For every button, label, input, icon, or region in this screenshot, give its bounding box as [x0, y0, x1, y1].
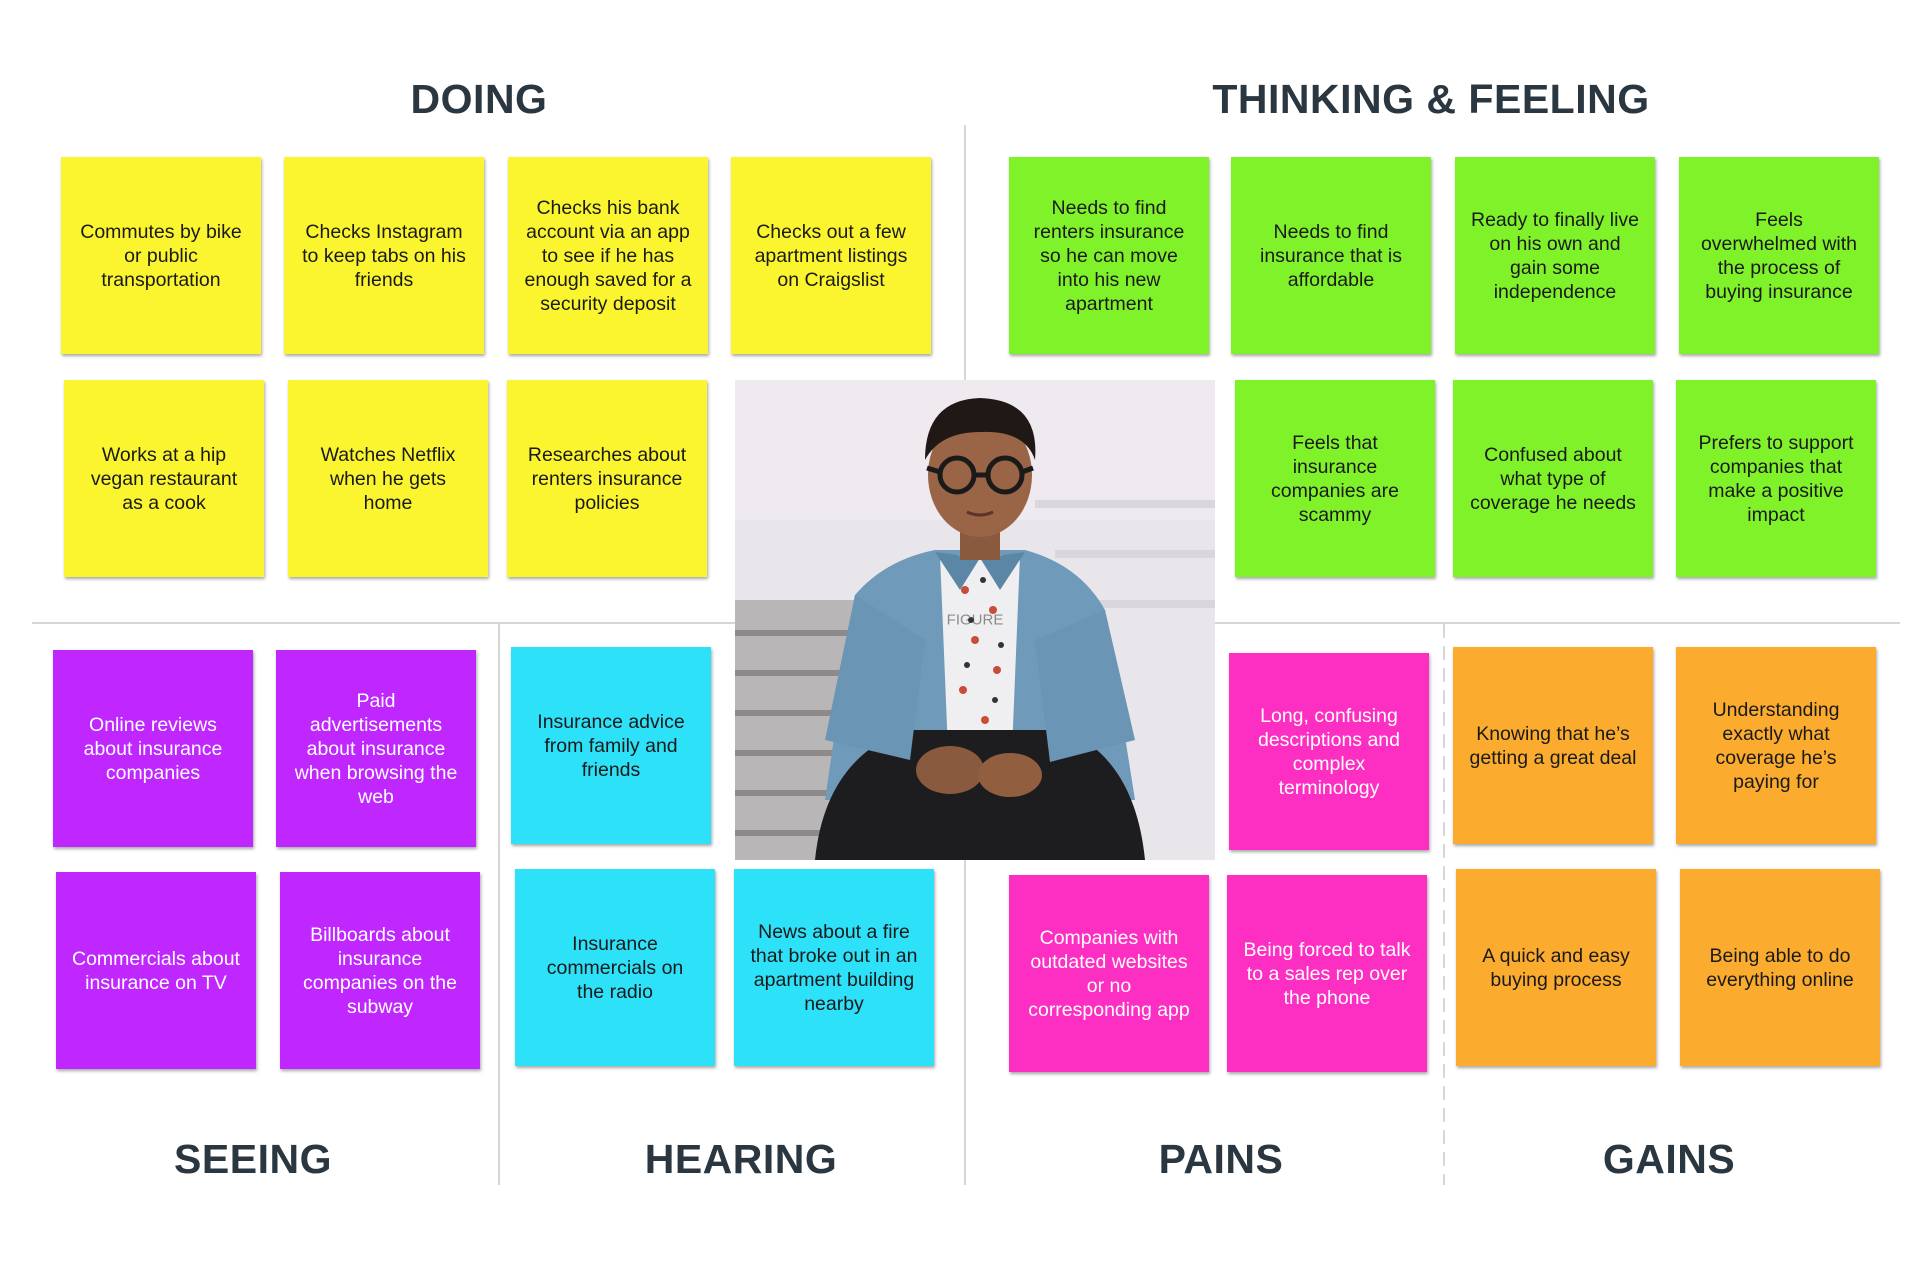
- sticky-note-thinking[interactable]: Prefers to support companies that make a…: [1676, 380, 1876, 577]
- vertical-divider-seeing-hearing: [498, 624, 500, 1185]
- sticky-note-doing[interactable]: Checks his bank account via an app to se…: [508, 157, 708, 354]
- note-text: Confused about what type of coverage he …: [1470, 443, 1636, 514]
- note-text: Feels overwhelmed with the process of bu…: [1700, 208, 1858, 303]
- sticky-note-doing[interactable]: Watches Netflix when he gets home: [288, 380, 488, 577]
- note-text: Prefers to support companies that make a…: [1698, 431, 1854, 526]
- sticky-note-gains[interactable]: Understanding exactly what coverage he’s…: [1676, 647, 1876, 844]
- note-text: Checks his bank account via an app to se…: [524, 196, 692, 315]
- sticky-note-hearing[interactable]: News about a fire that broke out in an a…: [734, 869, 934, 1066]
- note-text: Insurance commercials on the radio: [546, 932, 684, 1003]
- note-text: Being able to do everything online: [1706, 944, 1854, 991]
- note-text: A quick and easy buying process: [1482, 944, 1630, 991]
- note-text: Checks Instagram to keep tabs on his fri…: [302, 220, 466, 291]
- sticky-note-gains[interactable]: Knowing that he’s getting a great deal: [1453, 647, 1653, 844]
- note-text: Billboards about insurance companies on …: [303, 923, 457, 1018]
- sticky-note-gains[interactable]: Being able to do everything online: [1680, 869, 1880, 1066]
- note-text: Feels that insurance companies are scamm…: [1271, 431, 1399, 526]
- note-text: Knowing that he’s getting a great deal: [1469, 722, 1637, 769]
- note-text: Online reviews about insurance companies: [83, 713, 223, 784]
- note-text: Watches Netflix when he gets home: [320, 443, 456, 514]
- note-text: Commercials about insurance on TV: [72, 947, 240, 994]
- sticky-note-thinking[interactable]: Feels overwhelmed with the process of bu…: [1679, 157, 1879, 354]
- sticky-note-thinking[interactable]: Confused about what type of coverage he …: [1453, 380, 1653, 577]
- sticky-note-thinking[interactable]: Ready to finally live on his own and gai…: [1455, 157, 1655, 354]
- persona-illustration: [735, 380, 1215, 860]
- sticky-note-doing[interactable]: Checks out a few apartment listings on C…: [731, 157, 931, 354]
- sticky-note-seeing[interactable]: Online reviews about insurance companies: [53, 650, 253, 847]
- sticky-note-doing[interactable]: Researches about renters insurance polic…: [507, 380, 707, 577]
- photo-caption: FIGURE: [946, 611, 1004, 629]
- sticky-note-doing[interactable]: Works at a hip vegan restaurant as a coo…: [64, 380, 264, 577]
- note-text: Commutes by bike or public transportatio…: [80, 220, 242, 291]
- note-text: Needs to find insurance that is affordab…: [1260, 220, 1402, 291]
- section-title-gains: GAINS: [1602, 1136, 1736, 1182]
- sticky-note-thinking[interactable]: Feels that insurance companies are scamm…: [1235, 380, 1435, 577]
- note-text: Ready to finally live on his own and gai…: [1471, 208, 1639, 303]
- sticky-note-hearing[interactable]: Insurance commercials on the radio: [515, 869, 715, 1066]
- sticky-note-doing[interactable]: Checks Instagram to keep tabs on his fri…: [284, 157, 484, 354]
- note-text: Understanding exactly what coverage he’s…: [1712, 698, 1840, 793]
- note-text: Insurance advice from family and friends: [537, 710, 685, 781]
- section-title-pains: PAINS: [1158, 1136, 1284, 1182]
- sticky-note-pains[interactable]: Companies with outdated websites or no c…: [1009, 875, 1209, 1072]
- sticky-note-seeing[interactable]: Billboards about insurance companies on …: [280, 872, 480, 1069]
- note-text: Paid advertisements about insurance when…: [294, 689, 458, 808]
- note-text: Being forced to talk to a sales rep over…: [1243, 938, 1411, 1009]
- sticky-note-thinking[interactable]: Needs to find insurance that is affordab…: [1231, 157, 1431, 354]
- section-title-hearing: HEARING: [644, 1136, 838, 1182]
- sticky-note-seeing[interactable]: Commercials about insurance on TV: [56, 872, 256, 1069]
- note-text: Needs to find renters insurance so he ca…: [1033, 196, 1185, 315]
- section-title-thinking-feeling: THINKING & FEELING: [1212, 76, 1650, 122]
- note-text: Checks out a few apartment listings on C…: [754, 220, 908, 291]
- sticky-note-doing[interactable]: Commutes by bike or public transportatio…: [61, 157, 261, 354]
- sticky-note-thinking[interactable]: Needs to find renters insurance so he ca…: [1009, 157, 1209, 354]
- note-text: Long, confusing descriptions and complex…: [1257, 704, 1400, 799]
- note-text: Researches about renters insurance polic…: [527, 443, 687, 514]
- sticky-note-pains[interactable]: Long, confusing descriptions and complex…: [1229, 653, 1429, 850]
- sticky-note-gains[interactable]: A quick and easy buying process: [1456, 869, 1656, 1066]
- section-title-seeing: SEEING: [174, 1136, 332, 1182]
- sticky-note-hearing[interactable]: Insurance advice from family and friends: [511, 647, 711, 844]
- note-text: Works at a hip vegan restaurant as a coo…: [90, 443, 238, 514]
- persona-photo: FIGURE: [735, 380, 1215, 860]
- sticky-note-pains[interactable]: Being forced to talk to a sales rep over…: [1227, 875, 1427, 1072]
- sticky-note-seeing[interactable]: Paid advertisements about insurance when…: [276, 650, 476, 847]
- vertical-divider-pains-gains: [1443, 624, 1445, 1185]
- note-text: News about a fire that broke out in an a…: [750, 920, 918, 1015]
- note-text: Companies with outdated websites or no c…: [1028, 926, 1190, 1021]
- section-title-doing: DOING: [410, 76, 548, 122]
